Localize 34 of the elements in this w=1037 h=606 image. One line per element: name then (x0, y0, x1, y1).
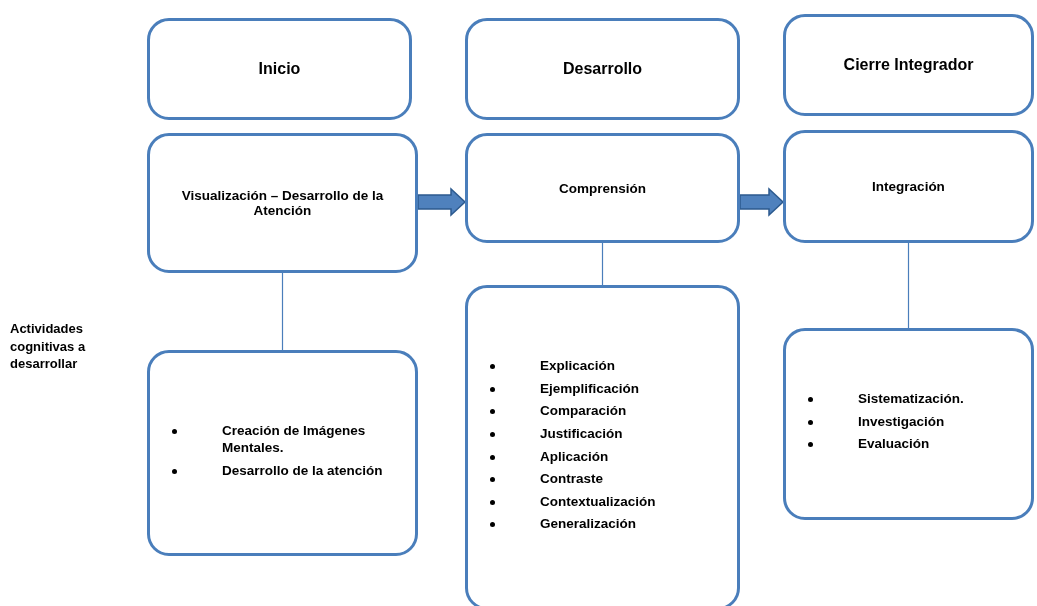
connector-line (907, 242, 910, 329)
node-label: Integración (872, 179, 945, 194)
node-label: Cierre Integrador (843, 56, 974, 74)
list-item: Aplicación (540, 448, 609, 464)
phase-box (783, 14, 1034, 116)
activity-list-box (147, 350, 418, 556)
connector-line (601, 242, 604, 286)
list-item: Generalización (540, 516, 637, 532)
list-item: Contraste (540, 471, 603, 487)
process-box (783, 130, 1034, 243)
block-arrow (417, 187, 467, 217)
node-label: Desarrollo (562, 60, 643, 78)
side-label: Actividades cognitivas a desarrollar (10, 320, 87, 373)
list-item: Sistematización. (858, 391, 964, 407)
list-item: Investigación (858, 413, 945, 429)
list-item: Ejemplificación (540, 380, 640, 396)
phase-box (465, 18, 740, 120)
process-box (147, 133, 418, 273)
process-box (465, 133, 740, 243)
list-item: Contextualización (540, 493, 656, 509)
node-label: Inicio (258, 60, 301, 78)
list-item: Comparación (540, 403, 627, 419)
list-item: Desarrollo de la atención (222, 462, 383, 478)
list-item: Justificación (540, 425, 623, 441)
activity-list-box (783, 328, 1034, 520)
connector-line (281, 272, 284, 351)
phase-box (147, 18, 412, 120)
activity-list-box (465, 285, 740, 606)
list-item: Creación de Imágenes Mentales. (222, 422, 366, 456)
list-item: Explicación (540, 358, 616, 374)
node-label: Visualización – Desarrollo de la Atención (180, 188, 385, 218)
block-arrow (739, 187, 785, 217)
node-label: Comprensión (559, 180, 646, 196)
list-item: Evaluación (858, 436, 930, 452)
